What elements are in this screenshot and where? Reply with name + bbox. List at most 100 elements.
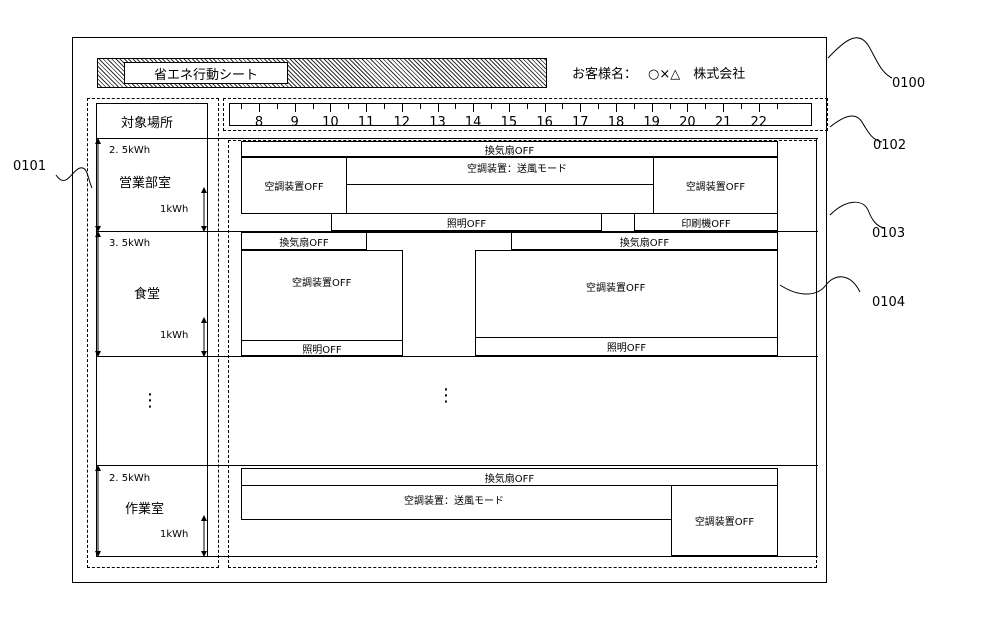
time-axis-tick [526,103,528,109]
room3-max-label: 2. 5kWh [109,473,151,484]
time-axis-tick [241,103,243,109]
location-column-outline [87,98,219,568]
room1-name: 営業部室 [119,176,172,191]
time-axis-tick [491,103,493,109]
hour-label: 19 [643,115,660,130]
room1-ac-fan-mode: 空調装置：送風モード [346,157,654,185]
room2-light-off-right: 照明OFF [475,337,778,356]
time-axis-tick [616,103,617,112]
room-separator-1 [96,231,818,232]
customer-label: お客様名： [572,67,638,82]
room1-min-label: 1kWh [160,204,189,215]
time-axis-tick [473,103,475,112]
time-axis-outline [223,98,828,131]
time-axis-tick [723,103,725,112]
time-axis-tick [366,103,368,112]
header-separator [96,138,818,139]
location-header: 対象場所 [121,116,174,131]
schedule-right-edge [816,138,817,557]
hour-label: 14 [464,115,482,130]
hour-label: 12 [393,115,411,130]
sheet-title: 省エネ行動シート [124,62,288,84]
schedule-bottom [208,556,818,557]
room-separator-3 [96,465,818,466]
ref-0103: 0103 [872,226,906,241]
time-axis-tick [598,103,600,109]
room3-min-label: 1kWh [160,529,189,540]
time-axis-tick [348,103,350,109]
room2-fan-line [366,232,512,233]
hour-label: 11 [357,115,375,130]
room1-ac-off-left: 空調装置OFF [241,157,347,214]
room3-ac-off: 空調装置OFF [671,485,778,556]
room-separator-2 [96,356,818,357]
hour-label: 10 [322,115,339,130]
hour-label: 21 [714,115,732,130]
room1-printer-off: 印刷機OFF [634,213,778,231]
ref-0102: 0102 [873,138,907,153]
time-axis-tick [651,103,653,112]
leader-0103 [829,201,885,229]
room3-name: 作業室 [125,502,165,517]
leader-0100 [827,37,893,79]
leader-0104 [779,276,861,295]
time-axis-tick [740,103,742,109]
time-axis-tick [437,103,439,112]
room2-ac-off-right: 空調装置OFF [475,250,778,338]
leader-0101 [55,167,93,189]
time-axis-tick [383,103,385,109]
room2-ac-off-left-label: 空調装置OFF [292,278,352,289]
hour-label: 9 [290,115,299,130]
room2-min-label: 1kWh [160,330,189,341]
room1-light-off: 照明OFF [331,213,602,231]
hour-label: 8 [254,115,264,130]
room2-fan-off-right: 換気扇OFF [511,232,778,250]
time-axis-tick [330,103,332,112]
time-axis-tick [669,103,671,109]
room1-max-label: 2. 5kWh [109,145,151,156]
room3-ac-fan-mode: 空調装置：送風モード [241,485,673,520]
room2-light-off-left: 照明OFF [241,340,403,356]
hour-label: 16 [536,115,553,130]
time-axis-tick [259,103,260,112]
time-axis-tick [276,103,278,109]
ref-0101: 0101 [13,159,47,174]
hour-label: 13 [429,115,446,130]
time-axis-tick [294,103,296,112]
time-axis-tick [633,103,635,109]
leader-0102 [829,115,883,143]
hour-label: 15 [500,115,518,130]
time-axis-tick [580,103,582,112]
customer-name: ○×△ 株式会社 [648,67,746,82]
ref-0104: 0104 [872,295,906,310]
time-axis-tick [758,103,760,112]
time-axis-tick [401,103,403,112]
room2-ac-off-right-label: 空調装置OFF [586,283,646,294]
room2-name: 食堂 [134,287,161,302]
hour-label: 22 [750,115,768,130]
time-axis-tick [705,103,707,109]
room1-ac-fan-mode-label: 空調装置：送風モード [467,164,567,175]
room1-fan-mode-lower [346,184,347,214]
room2-ac-off-left: 空調装置OFF [241,250,403,341]
time-axis-tick [455,103,457,109]
hour-label: 17 [572,115,589,130]
hour-label: 18 [607,115,625,130]
room1-fan-off: 換気扇OFF [241,141,778,157]
time-axis-tick [544,103,546,112]
room3-ac-fan-mode-label: 空調装置：送風モード [404,496,504,507]
ref-0100: 0100 [892,76,926,91]
sheet-frame [72,37,827,583]
time-axis-tick [419,103,421,109]
room1-ac-off-right: 空調装置OFF [653,157,778,214]
time-axis-tick [776,103,778,109]
time-axis-tick [312,103,314,109]
time-axis-tick [687,103,689,112]
time-axis [229,103,812,126]
room2-max-label: 3. 5kWh [109,238,151,249]
time-axis-tick [508,103,510,112]
hour-label: 20 [679,115,696,130]
room2-fan-off-left: 換気扇OFF [241,232,367,250]
time-axis-tick [562,103,564,109]
